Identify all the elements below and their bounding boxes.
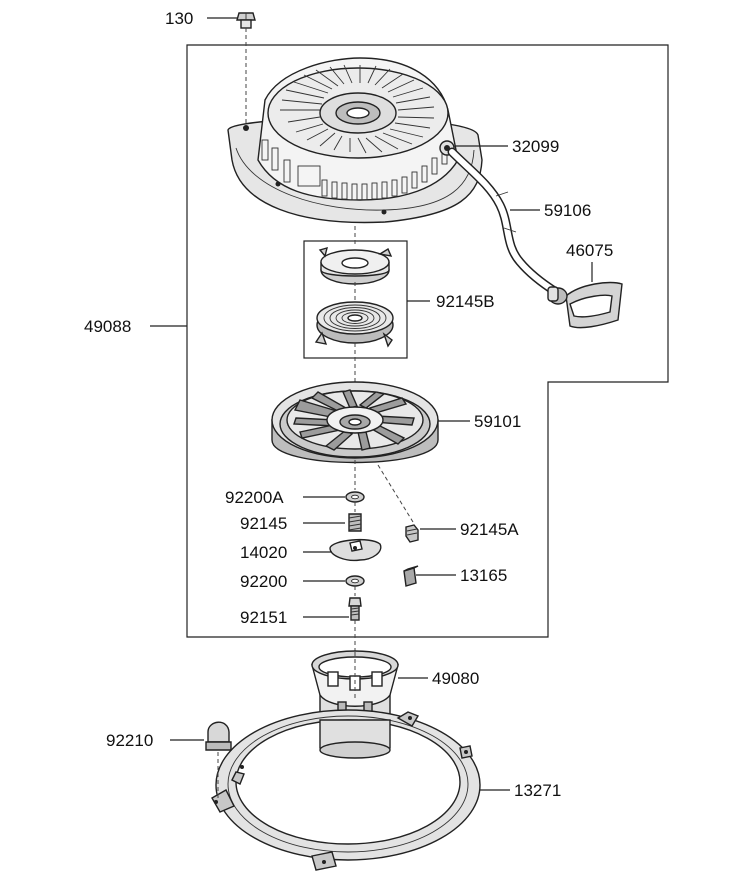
spring-92145A[interactable] — [405, 524, 419, 543]
ratchet-13165[interactable] — [403, 565, 419, 587]
spring-92145[interactable] — [348, 513, 362, 532]
assembly-outline-box — [186, 44, 669, 638]
starter-handle-46075[interactable] — [547, 281, 623, 329]
label-59101: 59101 — [474, 412, 521, 431]
label-13165: 13165 — [460, 566, 507, 585]
pawl-14020[interactable] — [329, 538, 382, 562]
label-59106: 59106 — [544, 201, 591, 220]
leader-lines — [150, 17, 593, 791]
plate-13271[interactable] — [211, 709, 481, 871]
starter-housing-32099[interactable] — [227, 57, 483, 224]
label-130: 130 — [165, 9, 193, 28]
label-14020: 14020 — [240, 543, 287, 562]
label-92145B: 92145B — [436, 292, 495, 311]
label-92200: 92200 — [240, 572, 287, 591]
label-92145: 92145 — [240, 514, 287, 533]
label-32099: 32099 — [512, 137, 559, 156]
starter-rope-59106[interactable] — [447, 147, 561, 297]
bolt-92151[interactable] — [348, 597, 362, 621]
recoil-spring-92145B[interactable] — [314, 301, 394, 348]
spring-case-92145B[interactable] — [318, 246, 393, 285]
label-46075: 46075 — [566, 241, 613, 260]
label-92151: 92151 — [240, 608, 287, 627]
starter-reel-59101[interactable] — [271, 381, 439, 464]
label-49088: 49088 — [84, 317, 131, 336]
label-49080: 49080 — [432, 669, 479, 688]
label-92145A: 92145A — [460, 520, 519, 539]
label-13271: 13271 — [514, 781, 561, 800]
washer-92200[interactable] — [345, 575, 365, 587]
part-labels: 130 32099 59106 46075 49088 92145B 59101… — [84, 9, 613, 800]
label-92200A: 92200A — [225, 488, 284, 507]
nut-92210[interactable] — [205, 721, 232, 751]
label-92210: 92210 — [106, 731, 153, 750]
bolt-130[interactable] — [236, 12, 256, 29]
washer-92200A[interactable] — [345, 491, 365, 503]
